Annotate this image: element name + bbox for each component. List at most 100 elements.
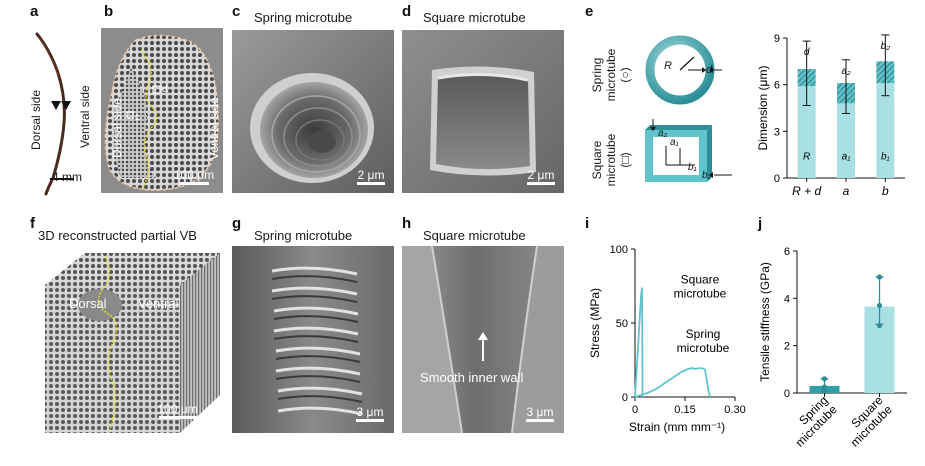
panel-g-sem-image — [232, 246, 394, 433]
panel-e-a2-label: a₂ — [658, 128, 668, 139]
panel-f-ventral-label: Ventral — [138, 296, 179, 311]
panel-i-x-tick-label: 0.15 — [674, 404, 695, 416]
panel-i-series-line — [634, 287, 644, 398]
radius-line — [679, 56, 695, 71]
panel-i-x-tick-label: 0 — [632, 404, 638, 416]
panel-j-y-axis-label: Tensile stiffness (GPa) — [758, 262, 772, 382]
panel-e-bar-top-label: b₂ — [881, 41, 891, 52]
panel-i-y-tick-label: 100 — [610, 244, 628, 256]
panel-g-title: Spring microtube — [254, 228, 353, 243]
panel-label-j: j — [758, 215, 763, 232]
panel-a-ventral-label: Ventral side — [78, 85, 92, 148]
panel-e-b1-label: b₁ — [688, 162, 697, 173]
panel-e-bar-base — [797, 86, 816, 178]
panel-i-y-tick-label: 50 — [616, 318, 628, 330]
panel-j-y-tick-label: 0 — [784, 388, 790, 400]
panel-b-scale-line — [179, 182, 209, 185]
panel-j-data-point — [876, 322, 883, 329]
panel-e-bar-base — [837, 103, 855, 178]
panel-h-scale-line — [526, 419, 554, 422]
panel-e-y-tick-label: 0 — [774, 173, 780, 185]
panel-a-specimen — [28, 28, 103, 198]
panel-g-scale-line — [356, 419, 384, 422]
panel-i-series-line — [634, 367, 711, 398]
panel-e-R-label: R — [664, 60, 672, 72]
panel-b-section-image — [104, 34, 219, 191]
panel-e-y-tick-label: 6 — [774, 80, 780, 92]
panel-b-box-c-label: c — [135, 112, 140, 123]
panel-d-sem-image — [402, 30, 564, 193]
panel-i-spring-label-2: microtube — [677, 341, 730, 355]
panel-d-scale-bar: 2 μm — [522, 168, 560, 186]
reconstructed-bundle-3d — [45, 253, 220, 433]
panel-j-data-point — [821, 384, 828, 390]
panel-c-sem-image — [232, 30, 394, 193]
panel-c-scale-line — [357, 182, 385, 185]
panel-g-scale-label: 3 μm — [356, 405, 384, 419]
panel-e-x-tick-label: b — [882, 184, 889, 198]
square-microtube-sem — [402, 30, 564, 193]
panel-f-title: 3D reconstructed partial VB — [38, 228, 197, 243]
panel-e-y-tick-label: 9 — [774, 33, 780, 45]
panel-e-bar-base — [876, 83, 895, 178]
panel-b-box-d-label: d — [162, 84, 168, 95]
panel-c-scale-bar: 2 μm — [352, 168, 390, 186]
panel-label-g: g — [232, 215, 242, 232]
panel-j-y-tick-label: 6 — [784, 246, 790, 258]
panel-h-title: Square microtube — [423, 228, 526, 243]
panel-e-bar-bottom-label: R — [803, 151, 810, 162]
vascular-bundle-strand — [35, 32, 74, 196]
panel-i-square-label-1: Square — [681, 273, 720, 287]
panel-d-scale-line — [527, 182, 555, 185]
panel-e-spring-label: Spring microtube (○) — [590, 48, 632, 102]
panel-f-scale-line — [158, 416, 197, 419]
panel-label-h: h — [402, 215, 412, 232]
panel-e-y-tick-label: 3 — [774, 126, 780, 138]
panel-e-y-axis-label: Dimension (μm) — [756, 66, 770, 151]
panel-h-sem-image — [402, 246, 564, 433]
spring-microtube-longitudinal-sem — [232, 246, 394, 433]
panel-label-e: e — [585, 3, 594, 20]
panel-label-a: a — [30, 3, 39, 20]
panel-h-scale-bar: 3 μm — [520, 405, 560, 423]
panel-e-square-label: Square microtube (□) — [590, 133, 632, 187]
panel-j-data-point — [876, 302, 883, 309]
square-microtube-longitudinal-sem — [402, 246, 564, 433]
panel-h-annotation: Smooth inner wall — [420, 370, 524, 385]
panel-e-b2-label: b₂ — [702, 170, 712, 181]
panel-i-y-axis-label: Stress (MPa) — [588, 288, 602, 358]
panel-j-y-tick-label: 2 — [784, 341, 790, 353]
panel-e-bar-bottom-label: b₁ — [881, 151, 890, 162]
panel-e-bar-top-label: a₂ — [841, 66, 851, 77]
panel-e-x-tick-label: R + d — [792, 184, 821, 198]
panel-a-scale-label: 4 mm — [52, 170, 82, 184]
panel-e-bar-bottom-label: a₁ — [842, 151, 851, 162]
panel-f-scale-label: 100 μm — [157, 402, 198, 416]
panel-label-b: b — [104, 3, 114, 20]
panel-e-d-label: d — [706, 64, 713, 76]
panel-i-x-axis-label: Strain (mm mm⁻¹) — [629, 420, 725, 434]
panel-c-scale-label: 2 μm — [357, 168, 385, 182]
panel-h-scale-label: 3 μm — [526, 405, 554, 419]
panel-a-dorsal-label: Dorsal side — [29, 89, 43, 150]
panel-i-square-label-2: microtube — [674, 287, 727, 301]
panel-j-data-point — [876, 274, 883, 280]
panel-label-f: f — [30, 215, 35, 232]
panel-e-x-tick-label: a — [843, 184, 850, 198]
spring-microtube-sem — [232, 30, 394, 193]
panel-j-data-point — [821, 376, 828, 382]
panel-b-ventral-label: Ventral side — [207, 97, 221, 160]
panel-label-d: d — [402, 3, 412, 20]
panel-d-title: Square microtube — [423, 10, 526, 25]
panel-i-spring-label-1: Spring — [686, 327, 721, 341]
panel-e-bar-top-label: d — [804, 47, 810, 58]
panel-j-y-tick-label: 4 — [784, 293, 790, 305]
panel-i-x-tick-label: 0.30 — [724, 404, 745, 416]
panel-f-3d-image — [30, 245, 225, 435]
panel-b-scale-bar: 100 μm — [170, 168, 218, 186]
